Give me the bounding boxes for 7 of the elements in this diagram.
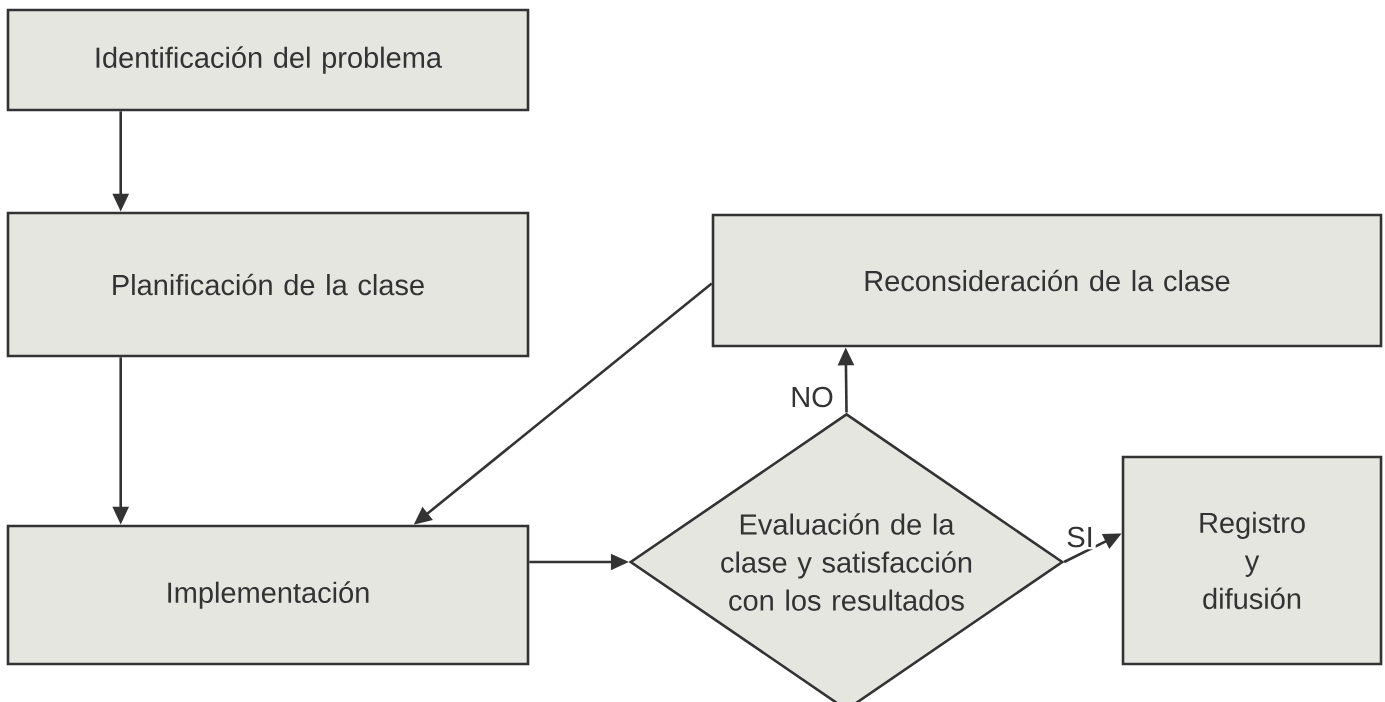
process-box: Planificación de la clase	[6, 211, 530, 358]
process-box: Identificación del problema	[6, 8, 530, 112]
process-box: Reconsideración de la clase	[711, 213, 1383, 348]
process-box: Implementación	[6, 524, 530, 666]
edge-label: SI	[1064, 524, 1096, 550]
edge-label: NO	[788, 384, 836, 410]
process-box: Registro y difusión	[1121, 455, 1383, 666]
